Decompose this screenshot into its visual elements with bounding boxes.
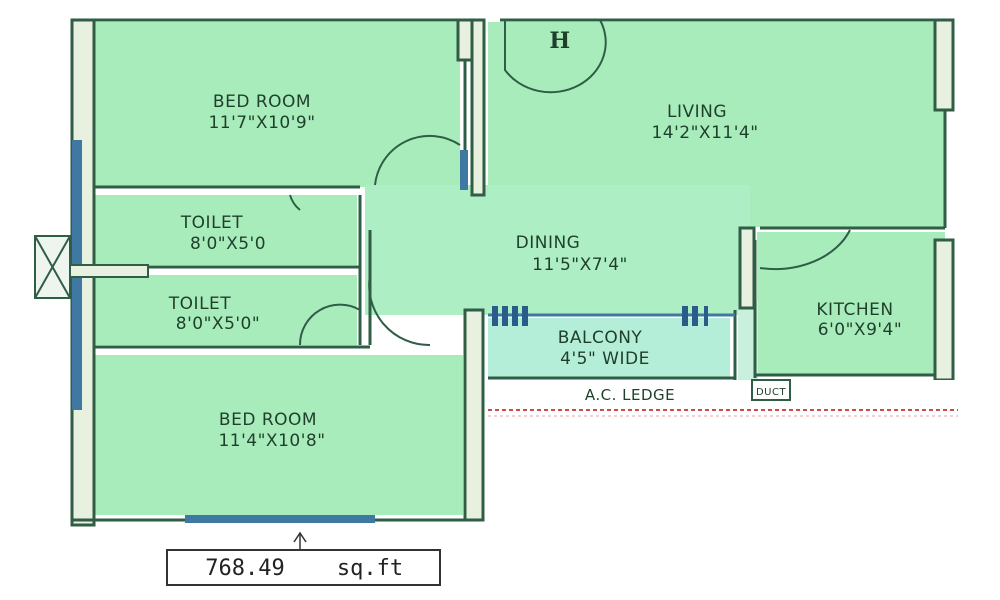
toilet1-floor [95, 195, 357, 265]
balcony-name: BALCONY [558, 328, 643, 348]
toilet1-name: TOILET [180, 213, 243, 233]
dining-floor [365, 185, 750, 315]
balcony-size: 4'5" WIDE [560, 349, 650, 369]
exhaust-fan-icon [34, 235, 149, 299]
living-name: LIVING [667, 102, 727, 122]
dining-name: DINING [516, 233, 581, 253]
balcony-sliding-door [492, 306, 708, 326]
toilet1-size: 8'0"X5'0 [190, 234, 266, 254]
ac-ledge-label: A.C. LEDGE [585, 386, 675, 404]
kitchen-name: KITCHEN [816, 300, 893, 320]
passage-floor [738, 300, 758, 380]
area-box [166, 549, 441, 586]
kitchen-size: 6'0"X9'4" [818, 320, 902, 340]
kitchen-floor [757, 232, 945, 374]
toilet2-size: 8'0"X5'0" [176, 314, 260, 334]
door-swings [289, 19, 851, 347]
area-unit: sq.ft [337, 556, 403, 581]
duct-label: DUCT [756, 387, 787, 398]
bedroom2-size: 11'4"X10'8" [218, 431, 325, 451]
h-marker: H [549, 28, 570, 54]
ac-ledge-floor [488, 380, 955, 408]
bedroom2-name: BED ROOM [219, 410, 317, 430]
area-value: 768.49 [205, 556, 284, 581]
bedroom1-floor [95, 22, 460, 187]
dining-size: 11'5"X7'4" [532, 255, 628, 275]
area-arrow-icon [293, 531, 307, 543]
toilet2-floor [95, 275, 357, 345]
bedroom1-size: 11'7"X10'9" [208, 113, 315, 133]
toilet2-name: TOILET [168, 294, 231, 314]
bedroom2-floor [95, 355, 463, 515]
duct-box [751, 379, 791, 401]
living-size: 14'2"X11'4" [651, 123, 758, 143]
balcony-floor [488, 318, 730, 378]
bedroom1-name: BED ROOM [213, 92, 311, 112]
